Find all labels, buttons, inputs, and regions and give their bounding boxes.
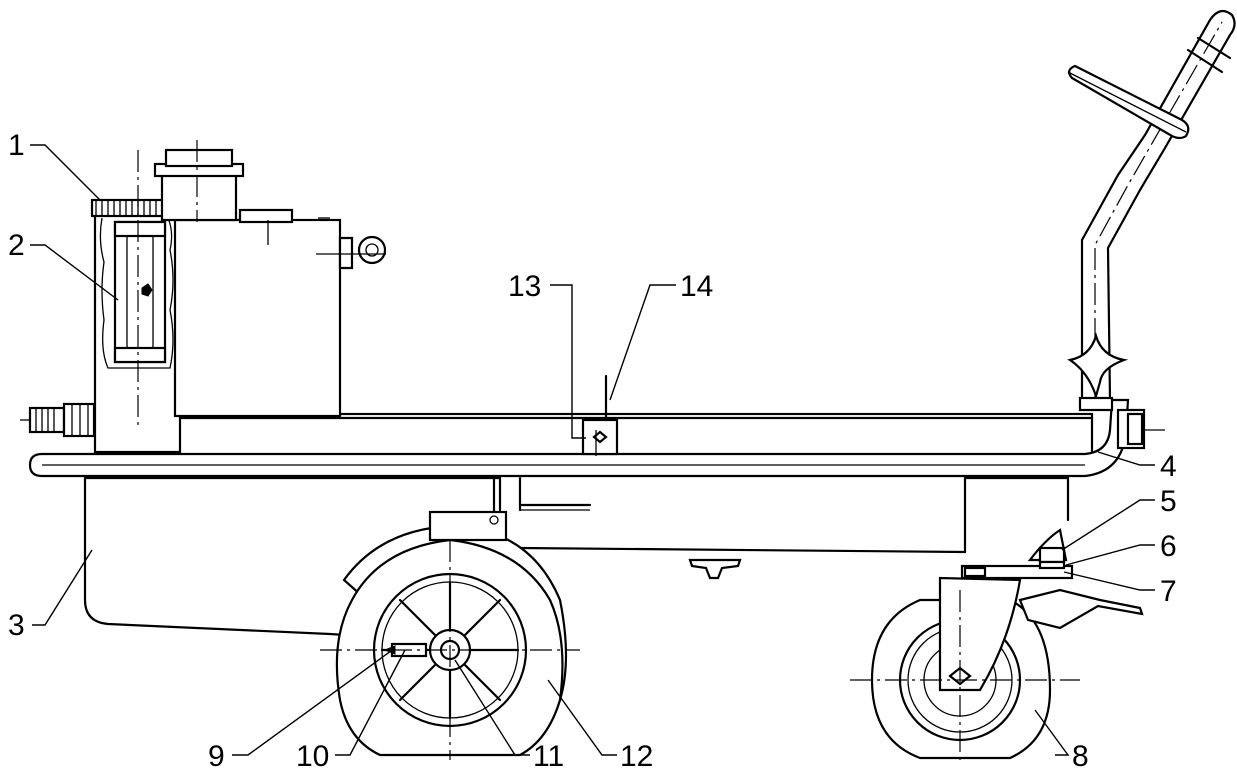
callout-9: 9	[208, 740, 225, 771]
main-tank	[153, 140, 387, 418]
rear-wheel	[320, 476, 580, 760]
lower-tank	[83, 476, 1070, 642]
callout-6: 6	[1160, 530, 1177, 563]
callout-2: 2	[8, 229, 25, 262]
right-coupling	[1116, 408, 1165, 450]
front-caster	[850, 528, 1144, 765]
callout-3: 3	[8, 609, 25, 642]
callout-7: 7	[1160, 575, 1177, 608]
left-coupling	[20, 402, 96, 438]
callout-1: 1	[8, 129, 25, 162]
clamp	[581, 374, 619, 456]
frame-tube	[28, 398, 1130, 478]
callout-11: 11	[533, 740, 564, 771]
callout-13: 13	[508, 270, 541, 303]
leader-lines	[30, 144, 1155, 756]
callout-10: 10	[296, 740, 329, 771]
callout-labels: 1 2 3 4 5 6 7 8 9 10 11 12 13 14	[8, 129, 1177, 771]
handle	[1067, 9, 1236, 412]
callout-8: 8	[1072, 740, 1089, 771]
filter-housing	[90, 150, 182, 454]
callout-5: 5	[1160, 485, 1177, 518]
callout-4: 4	[1160, 450, 1177, 483]
callout-12: 12	[620, 740, 653, 771]
callout-14: 14	[680, 270, 713, 303]
